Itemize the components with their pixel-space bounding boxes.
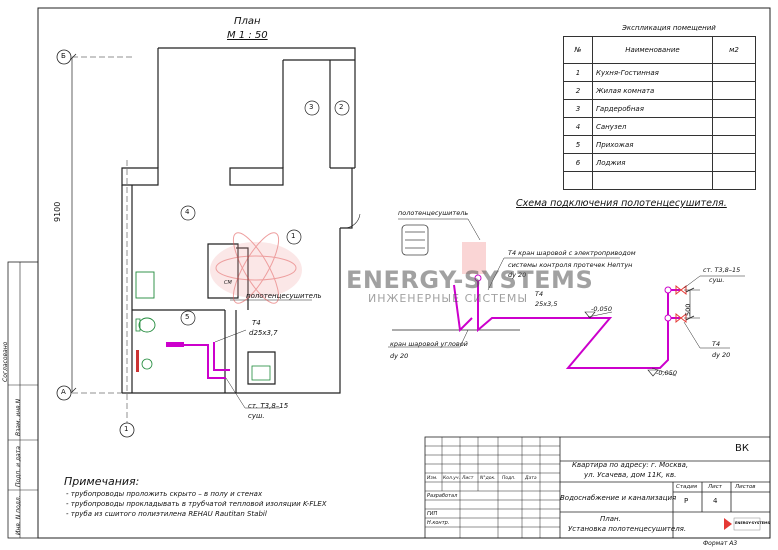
title-block-col-sign: Подп. [502, 476, 516, 481]
table-row: 5 Прихожая [563, 135, 756, 154]
side-stamp-replace: Взам. инв.N [15, 398, 22, 436]
title-block-sheet-title-2: Установка полотенцесушителя. [568, 525, 687, 533]
header-area: м2 [712, 36, 756, 64]
scheme-st-note-1: ст. Т3,8–15 [703, 266, 741, 274]
title-block-role-gip: ГИП [427, 511, 438, 517]
table-header-row: № Наименование м2 [563, 36, 756, 64]
room-number-5: 5 [185, 313, 190, 321]
row-name: Кухня-Гостинная [592, 63, 713, 82]
scheme-elev-1: -0,050 [591, 305, 612, 313]
table-row: 4 Санузел [563, 117, 756, 136]
plan-dimension: 9100 [53, 201, 62, 222]
title-block-sheet: 4 [713, 497, 718, 505]
title-block-col-doc: N°док. [480, 476, 496, 481]
row-number: 3 [563, 99, 593, 118]
scheme-elev-2: -0,050 [656, 369, 677, 377]
side-stamp-agreed: Согласовано [2, 341, 9, 382]
plan-pipe-note-1: ст. Т3,8–15 [248, 402, 289, 410]
scheme-valve-note-3: dу 20 [508, 271, 527, 279]
row-area [712, 99, 756, 118]
scheme-valve-note-2: системы контроля протечек Нептун [508, 261, 633, 269]
title-block-role-dev: Разработал [427, 493, 458, 499]
table-row-empty [563, 171, 756, 190]
row-number: 1 [563, 63, 593, 82]
table-row: 3 Гардеробная [563, 99, 756, 118]
title-block-col-date: Дата [525, 476, 537, 481]
plan-pipe-note-2: суш. [248, 412, 265, 420]
notes-item-2: - трубопроводы прокладывать в трубчатой … [66, 500, 327, 508]
title-block-sheets-label: Листов [735, 484, 756, 490]
axis-label-1: 1 [124, 425, 129, 433]
row-area [712, 81, 756, 100]
side-stamp-sign: Подп. и дата [15, 446, 22, 487]
title-block-format: Формат А3 [703, 540, 738, 547]
plan-towel-label: полотенцесушитель [246, 292, 322, 300]
row-name: Жилая комната [592, 81, 713, 100]
title-block-role-control: Н.контр. [427, 520, 450, 526]
scheme-du20-right: dу 20 [712, 351, 731, 359]
explication-title: Экспликация помещений [622, 24, 716, 32]
plan-scale: М 1 : 50 [227, 30, 268, 41]
axis-label-a: А [61, 388, 66, 396]
room-number-4: 4 [185, 208, 190, 216]
plan-d25-label: d25х3,7 [249, 329, 278, 337]
title-block-address-2: ул. Усачева, дом 11К, кв. [584, 471, 677, 479]
title-block-stage: Р [684, 497, 689, 505]
row-number: 6 [563, 153, 593, 172]
title-block-code: ВК [735, 443, 749, 454]
row-name: Санузел [592, 117, 713, 136]
scheme-t4-right: Т4 [712, 340, 721, 348]
side-stamp-inv: Инв. N подл. [15, 495, 22, 535]
table-row: 6 Лоджия [563, 153, 756, 172]
header-number: № [563, 36, 593, 64]
title-block-logo: ENERGY-SYSTEMS [735, 521, 771, 525]
title-block-address-1: Квартира по адресу: г. Москва, [572, 461, 689, 469]
axis-label-b: Б [61, 52, 66, 60]
row-name: Прихожая [592, 135, 713, 154]
scheme-t4-size: 25х3,5 [535, 300, 558, 308]
scheme-st-note-2: суш. [709, 276, 725, 284]
title-block-section: Водоснабжение и канализация [560, 494, 677, 502]
room-number-3: 3 [309, 103, 314, 111]
title-block-stage-label: Стадия [676, 484, 698, 490]
notes-item-3: - труба из сшитого полиэтилена REHAU Rau… [66, 510, 267, 518]
title-block-col-kol: Кол.уч. [443, 476, 461, 481]
watermark-tagline: ИНЖЕНЕРНЫЕ СИСТЕМЫ [368, 292, 529, 305]
plan-sm-label: СМ [224, 280, 232, 286]
notes-title: Примечания: [64, 475, 140, 488]
row-number: 4 [563, 117, 593, 136]
table-row: 2 Жилая комната [563, 81, 756, 100]
watermark-brand: ENERGY-SYSTEMS [346, 266, 594, 294]
row-area [712, 117, 756, 136]
scheme-ball-valve-2: dу 20 [390, 352, 409, 360]
scheme-ball-valve-1: кран шаровой угловой [390, 340, 468, 348]
table-row: 1 Кухня-Гостинная [563, 63, 756, 82]
title-block-sheet-label: Лист [708, 484, 722, 490]
room-number-2: 2 [339, 103, 344, 111]
row-name: Гардеробная [592, 99, 713, 118]
row-area [712, 63, 756, 82]
room-number-1: 1 [291, 232, 296, 240]
row-area [712, 135, 756, 154]
notes-item-1: - трубопроводы проложить скрыто – в полу… [66, 490, 263, 498]
row-name: Лоджия [592, 153, 713, 172]
scheme-t4-pipe: Т4 [535, 290, 544, 298]
plan-title: План [234, 16, 261, 27]
explication-table: № Наименование м2 1 Кухня-Гостинная 2 Жи… [563, 36, 756, 190]
row-number: 2 [563, 81, 593, 100]
header-name: Наименование [592, 36, 713, 64]
scheme-towel-label: полотенцесушитель [398, 209, 469, 217]
row-number: 5 [563, 135, 593, 154]
scheme-valve-note-1: Т4 кран шаровой с электроприводом [508, 249, 636, 257]
title-block-col-list: Лист [462, 476, 474, 481]
scheme-title: Схема подключения полотенцесушителя. [516, 198, 727, 209]
title-block-col-izm: Изм. [427, 476, 438, 481]
title-block-sheet-title-1: План. [600, 515, 621, 523]
plan-t4-label: Т4 [252, 319, 261, 327]
scheme-dim-500: 500 [684, 303, 692, 316]
row-area [712, 153, 756, 172]
